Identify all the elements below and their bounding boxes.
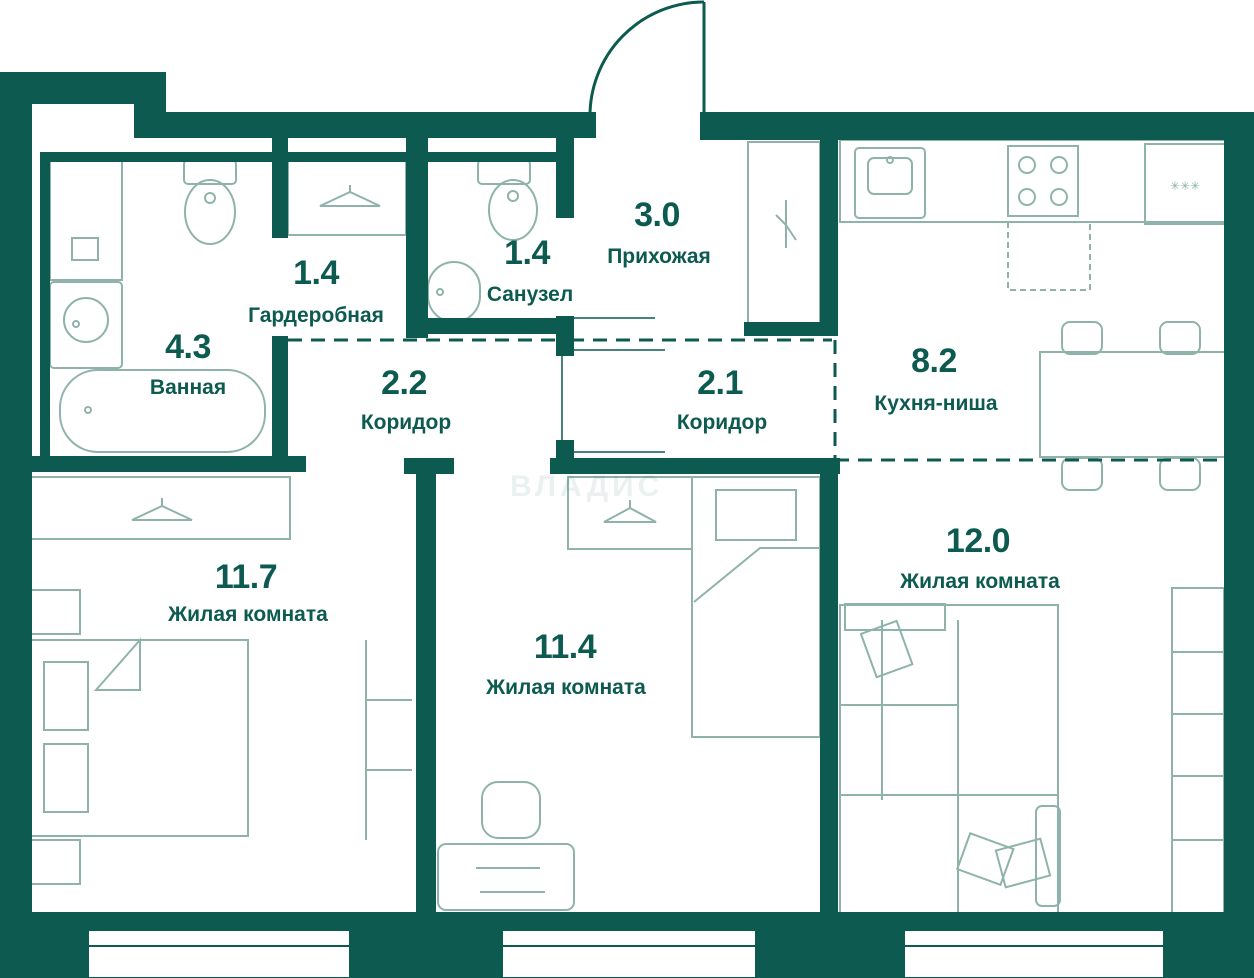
stove [1007,145,1079,217]
room-name-corridor-1: Коридор [360,411,452,434]
bathroom-sink [49,281,123,369]
room-name-wardrobe: Гардеробная [248,304,384,327]
bookcase [1171,587,1225,917]
walls [0,72,1254,978]
kitchen-sink [854,147,926,219]
room-area-corridor-2: 2.1 [697,364,743,402]
room-area-toilet: 1.4 [504,234,550,272]
shelving [365,640,412,840]
hanger-icon [319,185,381,207]
kitchen-counter [839,139,1226,223]
single-bed [691,476,821,738]
svg-text:✳✳✳: ✳✳✳ [1170,179,1200,193]
zone-separators [288,338,1225,462]
window [903,929,1165,978]
washing-machine [49,159,123,281]
room-name-living-3: Жилая комната [900,570,1060,593]
office-chair [481,781,541,839]
room-area-bathroom: 4.3 [165,328,211,366]
dining-table [1039,351,1226,458]
window [501,929,757,978]
bathtub [59,369,266,453]
hall-wardrobe [747,141,821,331]
window [87,929,351,978]
wardrobe-rail [287,154,407,236]
room-area-kitchen: 8.2 [911,342,957,380]
room-name-kitchen: Кухня-ниша [874,392,998,415]
hanger-icon [603,500,657,523]
room-area-corridor-1: 2.2 [381,364,427,402]
hanger-icon [775,200,797,248]
room-area-living-2: 11.4 [533,628,597,666]
room-name-corridor-2: Коридор [676,411,768,434]
room-name-toilet: Санузел [486,283,574,306]
room-area-living-1: 11.7 [214,558,278,596]
room-name-hall: Прихожая [607,245,711,268]
room-area-hall: 3.0 [634,196,680,234]
toilet-bathroom [183,159,237,245]
windows [87,929,1165,978]
sofa [839,604,1059,916]
room-name-bathroom: Ванная [149,376,227,399]
hanger-icon [131,498,193,521]
wc-sink [427,261,481,323]
room-area-living-3: 12.0 [945,522,1011,560]
desk [437,843,575,911]
watermark: ВЛАДИС [510,470,664,503]
door-lines [561,317,665,455]
room-name-living-2: Жилая комната [486,676,646,699]
room-area-wardrobe: 1.4 [293,254,339,292]
entrance-door [588,0,706,119]
room-name-living-1: Жилая комната [168,603,328,626]
toilet-wc [477,159,538,241]
chair-icon [1061,321,1201,491]
